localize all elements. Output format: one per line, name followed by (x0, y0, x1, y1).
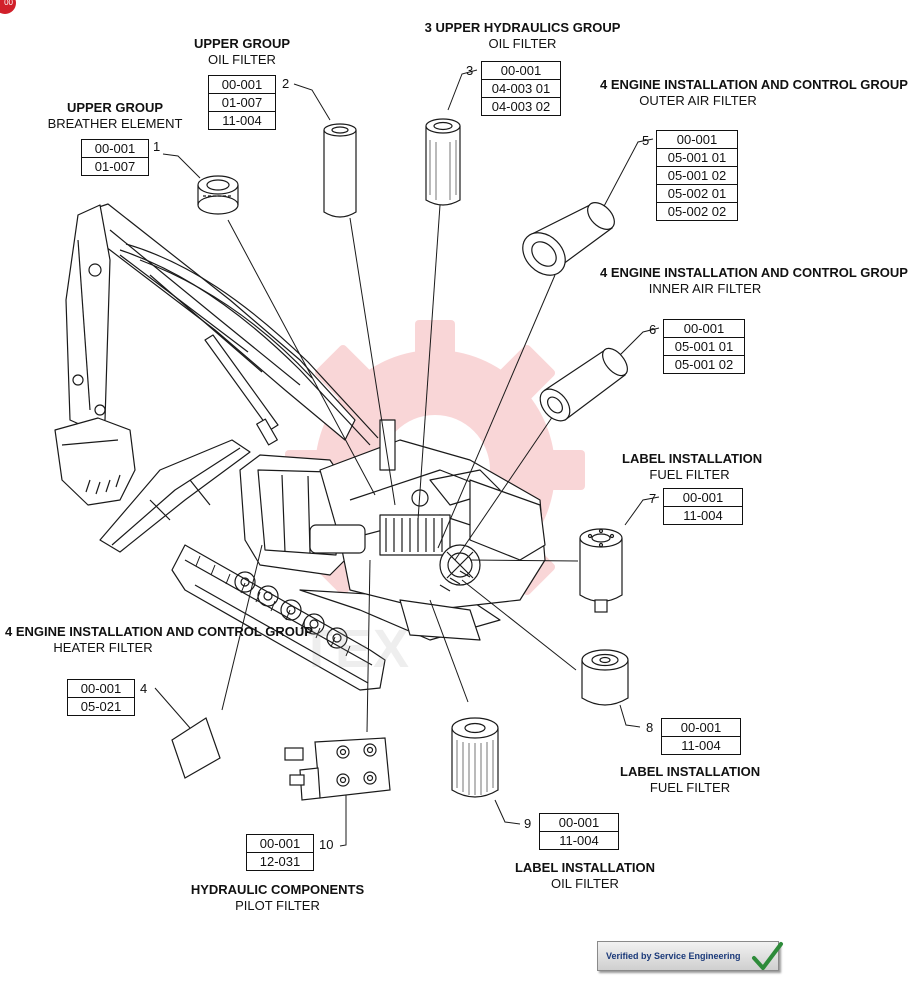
oil-filter-cartridge-illustration (323, 123, 357, 218)
checkmark-icon (752, 942, 783, 970)
callout-subtitle: BREATHER ELEMENT (47, 116, 183, 131)
reference-code[interactable]: 05-001 01 (663, 337, 745, 356)
reference-table: 00-001 05-021 (67, 679, 135, 716)
reference-code[interactable]: 00-001 (67, 679, 135, 698)
callout-heading: LABEL INSTALLATION (620, 764, 761, 779)
reference-code[interactable]: 00-001 (539, 813, 619, 832)
reference-code[interactable]: 01-007 (208, 93, 276, 112)
inner-air-filter-illustration (539, 347, 628, 422)
reference-code[interactable]: 05-001 02 (663, 355, 745, 374)
callout-subtitle: HEATER FILTER (53, 640, 153, 655)
callout-title: HYDRAULIC COMPONENTS PILOT FILTER (170, 882, 385, 914)
callout-heading: 3 UPPER HYDRAULICS GROUP (424, 20, 621, 35)
callout-number: 8 (646, 720, 654, 735)
reference-code[interactable]: 05-002 01 (656, 184, 738, 203)
outer-air-filter-illustration (522, 202, 615, 276)
reference-table: 00-001 04-003 01 04-003 02 (481, 61, 561, 116)
callout-subtitle: OUTER AIR FILTER (639, 93, 757, 108)
callout-number: 2 (282, 76, 290, 91)
reference-code[interactable]: 04-003 02 (481, 97, 561, 116)
breather-element-illustration (197, 175, 239, 215)
verification-stamp: Verified by Service Engineering (597, 941, 783, 971)
pilot-filter-block-illustration (284, 737, 391, 801)
leader-lines (154, 69, 660, 847)
reference-code[interactable]: 00-001 (481, 61, 561, 80)
hydraulic-oil-filter-illustration (425, 118, 461, 206)
callout-title: UPPER GROUP BREATHER ELEMENT (40, 100, 190, 132)
callout-subtitle: INNER AIR FILTER (648, 281, 762, 296)
callout-heading: UPPER GROUP (66, 100, 164, 115)
callout-heading: UPPER GROUP (193, 36, 291, 51)
reference-code[interactable]: 11-004 (208, 111, 276, 130)
reference-code[interactable]: 04-003 01 (481, 79, 561, 98)
callout-number: 9 (524, 816, 532, 831)
callout-subtitle: FUEL FILTER (649, 467, 730, 482)
callout-title: LABEL INSTALLATION OIL FILTER (505, 860, 665, 892)
page-corner-badge: 00 (0, 0, 16, 14)
callout-title: 3 UPPER HYDRAULICS GROUP OIL FILTER (405, 20, 640, 52)
diagram-artwork (54, 69, 660, 847)
callout-title: LABEL INSTALLATION FUEL FILTER (622, 451, 763, 483)
callout-number: 6 (649, 322, 657, 337)
reference-code[interactable]: 00-001 (208, 75, 276, 94)
callout-number: 10 (319, 837, 334, 852)
callout-heading: 4 ENGINE INSTALLATION AND CONTROL GROUP (600, 265, 908, 280)
reference-code[interactable]: 11-004 (539, 831, 619, 850)
callout-heading: 4 ENGINE INSTALLATION AND CONTROL GROUP (5, 624, 313, 639)
fuel-filter-illustration (579, 528, 623, 613)
fuel-filter-spin-on-illustration (581, 649, 629, 706)
reference-table: 00-001 11-004 (663, 488, 743, 525)
callout-subtitle: PILOT FILTER (235, 898, 320, 913)
callout-heading: LABEL INSTALLATION (622, 451, 763, 466)
reference-code[interactable]: 01-007 (81, 157, 149, 176)
reference-code[interactable]: 05-002 02 (656, 202, 738, 221)
callout-title: LABEL INSTALLATION FUEL FILTER (620, 764, 760, 796)
reference-code[interactable]: 00-001 (661, 718, 741, 737)
callout-subtitle: OIL FILTER (488, 36, 557, 51)
callout-title: 4 ENGINE INSTALLATION AND CONTROL GROUP … (600, 265, 908, 297)
reference-code[interactable]: 05-001 01 (656, 148, 738, 167)
reference-table: 00-001 11-004 (661, 718, 741, 755)
reference-table: 00-001 01-007 11-004 (208, 75, 276, 130)
callout-number: 1 (153, 139, 161, 154)
callout-heading: LABEL INSTALLATION (514, 860, 656, 875)
reference-code[interactable]: 00-001 (663, 319, 745, 338)
parts-diagram-page: 00 (0, 0, 908, 971)
reference-table: 00-001 12-031 (246, 834, 314, 871)
reference-code[interactable]: 00-001 (663, 488, 743, 507)
callout-subtitle: OIL FILTER (551, 876, 619, 891)
callout-heading: HYDRAULIC COMPONENTS (190, 882, 365, 897)
callout-number: 7 (649, 491, 657, 506)
callout-title: 4 ENGINE INSTALLATION AND CONTROL GROUP … (600, 77, 908, 109)
callout-number: 3 (466, 63, 474, 78)
heater-filter-pad-illustration (171, 717, 221, 779)
reference-table: 00-001 11-004 (539, 813, 619, 850)
reference-code[interactable]: 05-021 (67, 697, 135, 716)
reference-code[interactable]: 11-004 (663, 506, 743, 525)
reference-table: 00-001 01-007 (81, 139, 149, 176)
reference-table: 00-001 05-001 01 05-001 02 05-002 01 05-… (656, 130, 738, 221)
reference-code[interactable]: 00-001 (656, 130, 738, 149)
reference-code[interactable]: 11-004 (661, 736, 741, 755)
watermark-text: TEX (300, 619, 412, 679)
callout-number: 4 (140, 681, 148, 696)
callout-number: 5 (642, 133, 650, 148)
callout-title: 4 ENGINE INSTALLATION AND CONTROL GROUP … (5, 624, 313, 656)
reference-code[interactable]: 12-031 (246, 852, 314, 871)
excavator-illustration (54, 203, 546, 691)
reference-code[interactable]: 05-001 02 (656, 166, 738, 185)
callout-heading: 4 ENGINE INSTALLATION AND CONTROL GROUP (600, 77, 908, 92)
reference-code[interactable]: 00-001 (81, 139, 149, 158)
oil-filter-spin-on-illustration (451, 717, 499, 798)
verification-stamp-text: Verified by Service Engineering (606, 951, 741, 961)
callout-subtitle: FUEL FILTER (649, 780, 731, 795)
reference-code[interactable]: 00-001 (246, 834, 314, 853)
callout-title: UPPER GROUP OIL FILTER (172, 36, 312, 68)
reference-table: 00-001 05-001 01 05-001 02 (663, 319, 745, 374)
callout-subtitle: OIL FILTER (208, 52, 276, 67)
